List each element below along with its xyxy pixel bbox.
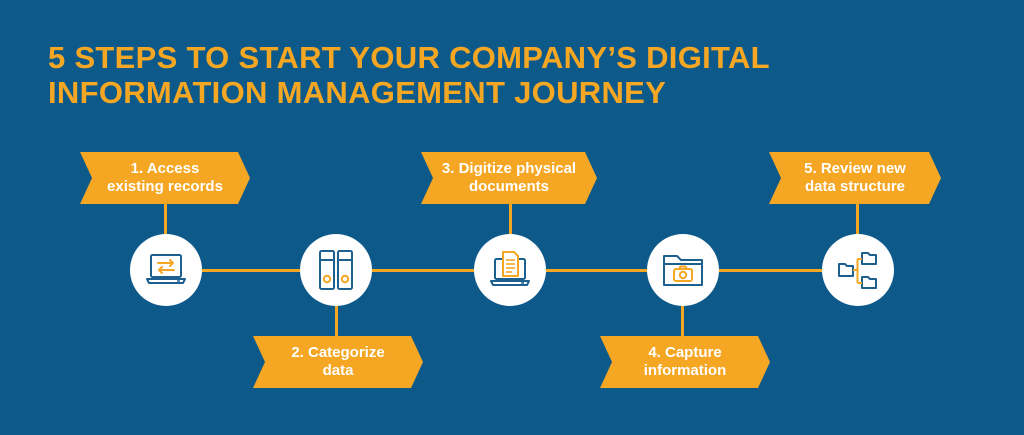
binders-icon	[319, 250, 353, 290]
step-2-tag: 2. Categorize data	[253, 336, 423, 388]
step-5-circle	[822, 234, 894, 306]
page-title: 5 STEPS TO START YOUR COMPANY’S DIGITAL …	[48, 40, 770, 110]
step-4-circle	[647, 234, 719, 306]
step-2-label: 2. Categorize data	[291, 344, 385, 379]
title-line-2: INFORMATION MANAGEMENT JOURNEY	[48, 75, 667, 110]
laptop-transfer-icon	[146, 254, 186, 284]
connector-step-2	[335, 305, 338, 337]
step-1-circle	[130, 234, 202, 306]
step-3-circle	[474, 234, 546, 306]
step-5-label: 5. Review new data structure	[804, 160, 906, 195]
title-line-1: 5 STEPS TO START YOUR COMPANY’S DIGITAL	[48, 40, 770, 75]
step-3-label: 3. Digitize physical documents	[441, 160, 577, 195]
connector-step-1	[164, 204, 167, 238]
step-4-label: 4. Capture information	[643, 344, 727, 379]
laptop-document-icon	[490, 251, 530, 286]
connector-step-3	[509, 204, 512, 238]
folder-tree-icon	[838, 252, 877, 289]
step-4-tag: 4. Capture information	[600, 336, 770, 388]
step-3-tag: 3. Digitize physical documents	[421, 152, 597, 204]
connector-step-4	[681, 305, 684, 337]
step-1-tag: 1. Access existing records	[80, 152, 250, 204]
step-2-circle	[300, 234, 372, 306]
step-1-label: 1. Access existing records	[107, 160, 223, 195]
step-5-tag: 5. Review new data structure	[769, 152, 941, 204]
connector-step-5	[856, 204, 859, 238]
folder-camera-icon	[663, 255, 703, 286]
